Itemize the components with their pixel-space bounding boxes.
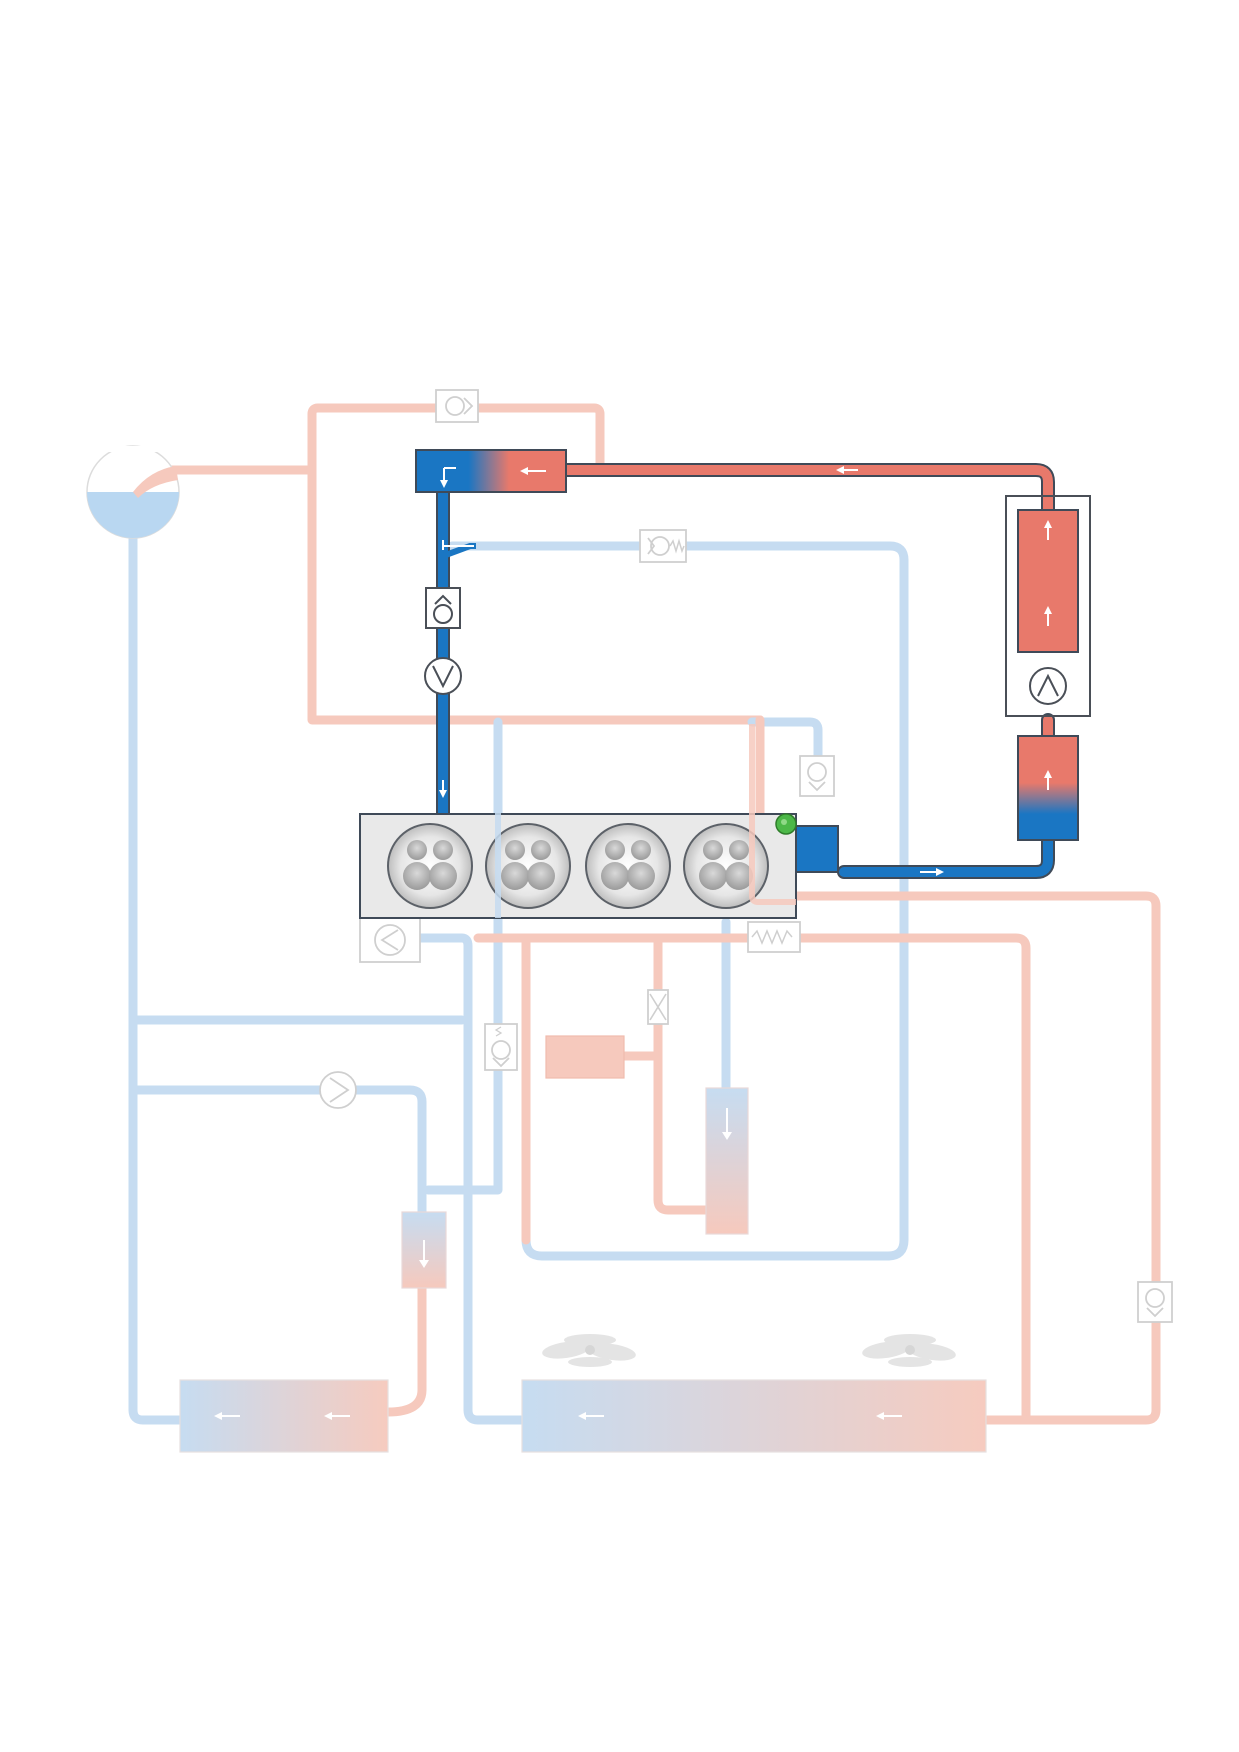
- throttle-valve: [647, 989, 669, 1025]
- sensor-icon: [775, 813, 797, 835]
- auxiliary-pump: [319, 1071, 357, 1109]
- tank-down-pipe: [128, 531, 185, 1425]
- tank-feed-pipe: [165, 465, 765, 725]
- cylinder-2: [485, 823, 571, 909]
- hot-under-engine-pipe: [473, 933, 1031, 1423]
- pump-active: [424, 657, 462, 695]
- fan-icon-right: [862, 1334, 956, 1367]
- coolant-pump: [359, 917, 421, 963]
- check-valve-mid: [484, 1023, 518, 1071]
- cylinder-1: [387, 823, 473, 909]
- check-valve-active: [425, 587, 461, 629]
- check-valve-spring: [639, 529, 687, 563]
- turbo-pump: [1029, 667, 1067, 705]
- cold-return-pipe: [447, 541, 909, 1261]
- turbocharger-housing: [1005, 495, 1091, 717]
- inactive-pipes: [128, 403, 1161, 1425]
- engine-outlet: [795, 825, 839, 873]
- cold-engine-right-pipe: [747, 717, 823, 765]
- cylinder-4: [683, 823, 769, 909]
- hot-active-pipe: [561, 465, 1053, 515]
- cylinder-3: [585, 823, 671, 909]
- hot-far-right-pipe: [755, 715, 1161, 1425]
- hot-valve-pipe: [653, 933, 725, 1215]
- main-radiator: [521, 1379, 987, 1453]
- low-temp-radiator: [179, 1379, 389, 1453]
- cold-branch-2: [128, 1085, 427, 1217]
- check-valve-engine-right: [799, 755, 835, 797]
- thermostat: [747, 921, 801, 953]
- check-valve-right: [1137, 1281, 1173, 1323]
- cold-active-pipe: [839, 835, 1053, 877]
- hot-lt-radiator-pipe: [383, 1283, 427, 1417]
- cold-pump-out-pipe: [413, 933, 527, 1425]
- engine-block: [359, 724, 839, 919]
- fan-icon-left: [542, 1334, 636, 1367]
- check-valve-top: [435, 389, 479, 423]
- oil-cooler: [545, 1035, 625, 1079]
- active-circuit: [415, 449, 1091, 879]
- expansion-tank: [86, 445, 180, 539]
